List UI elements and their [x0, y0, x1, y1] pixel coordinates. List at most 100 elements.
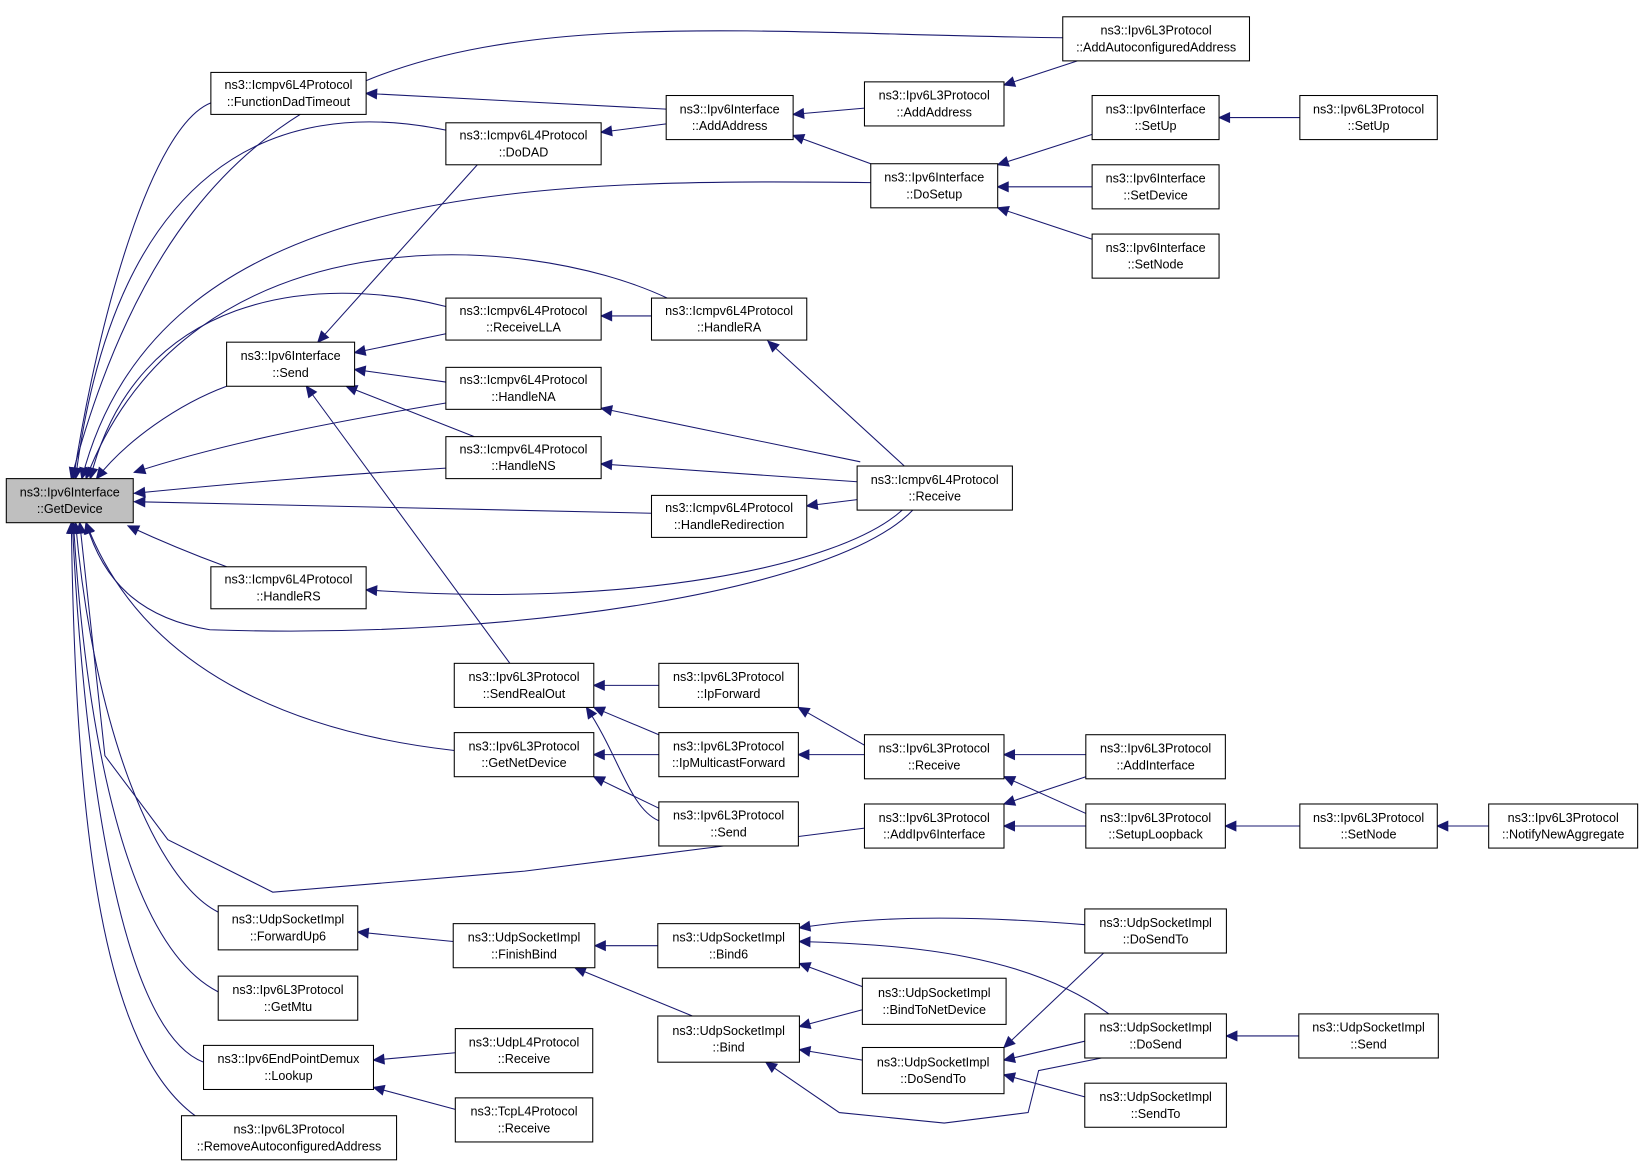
edge-line: [765, 1057, 1102, 1124]
node-ifsetup[interactable]: ns3::Ipv6Interface::SetUp: [1091, 94, 1220, 141]
node-method-label: ::HandleRA: [697, 321, 762, 335]
node-dosendto-mid[interactable]: ns3::UdpSocketImpl::DoSendTo: [861, 1046, 1005, 1095]
edge-line: [89, 292, 447, 479]
edge-arrowhead: [372, 1053, 385, 1065]
node-box: [454, 1028, 594, 1074]
node-getnetdevice[interactable]: ns3::Ipv6L3Protocol::GetNetDevice: [453, 732, 595, 778]
edge-setuploopback-to-addipv6if: [1002, 820, 1086, 832]
node-ifaddaddress[interactable]: ns3::Ipv6Interface::AddAddress: [665, 94, 794, 141]
node-ipmcastfwd[interactable]: ns3::Ipv6L3Protocol::IpMulticastForward: [658, 732, 799, 778]
edge-arrowhead: [798, 1045, 812, 1057]
node-class-label: ns3::Icmpv6L4Protocol: [225, 573, 353, 587]
node-bind6[interactable]: ns3::UdpSocketImpl::Bind6: [657, 923, 800, 969]
node-box: [863, 734, 1005, 780]
node-addauto[interactable]: ns3::Ipv6L3Protocol::AddAutoconfiguredAd…: [1062, 16, 1251, 62]
edge-bind-to-finishbind: [573, 966, 693, 1017]
edge-handlers-to-getdevice: [126, 525, 227, 568]
node-bindtonetdev[interactable]: ns3::UdpSocketImpl::BindToNetDevice: [861, 977, 1007, 1025]
node-box: [1091, 233, 1220, 279]
node-funcdad[interactable]: ns3::Icmpv6L4Protocol::FunctionDadTimeou…: [210, 71, 367, 115]
node-l3setnode[interactable]: ns3::Ipv6L3Protocol::SetNode: [1299, 803, 1438, 849]
node-box: [1084, 908, 1227, 954]
node-notifynewagg[interactable]: ns3::Ipv6L3Protocol::NotifyNewAggregate: [1488, 803, 1639, 849]
node-sendto[interactable]: ns3::UdpSocketImpl::SendTo: [1084, 1082, 1227, 1128]
node-ipforward[interactable]: ns3::Ipv6L3Protocol::IpForward: [658, 662, 799, 708]
node-box: [650, 494, 808, 538]
edge-arrowhead: [353, 365, 367, 377]
node-box: [665, 94, 794, 141]
edge-line: [1003, 776, 1086, 805]
node-class-label: ns3::Ipv6L3Protocol: [468, 739, 579, 753]
node-addipv6if[interactable]: ns3::Ipv6L3Protocol::AddIpv6Interface: [863, 803, 1005, 849]
node-handlera[interactable]: ns3::Icmpv6L4Protocol::HandleRA: [650, 297, 808, 341]
edge-line: [75, 522, 219, 913]
node-box: [861, 1046, 1005, 1095]
node-handlena[interactable]: ns3::Icmpv6L4Protocol::HandleNA: [445, 366, 602, 410]
node-method-label: ::SetDevice: [1123, 188, 1187, 202]
edge-arrowhead: [1002, 1072, 1017, 1084]
node-ifsetnode[interactable]: ns3::Ipv6Interface::SetNode: [1091, 233, 1220, 279]
node-method-label: ::Lookup: [264, 1069, 312, 1083]
edge-arrowhead: [364, 585, 378, 597]
node-finishbind[interactable]: ns3::UdpSocketImpl::FinishBind: [452, 923, 596, 969]
node-removeauto[interactable]: ns3::Ipv6L3Protocol::RemoveAutoconfigure…: [180, 1115, 398, 1161]
edge-arrowhead: [764, 1061, 779, 1073]
node-class-label: ns3::Ipv6L3Protocol: [468, 670, 579, 684]
node-method-label: ::HandleRedirection: [674, 518, 784, 532]
node-class-label: ns3::Icmpv6L4Protocol: [460, 373, 588, 387]
node-handleredir[interactable]: ns3::Icmpv6L4Protocol::HandleRedirection: [650, 494, 808, 538]
node-udpl4recv[interactable]: ns3::UdpL4Protocol::Receive: [454, 1028, 594, 1074]
node-send[interactable]: ns3::Ipv6Interface::Send: [226, 341, 356, 387]
node-l3send[interactable]: ns3::Ipv6L3Protocol::Send: [658, 801, 799, 847]
node-box: [445, 366, 602, 410]
node-handlers[interactable]: ns3::Icmpv6L4Protocol::HandleRS: [210, 566, 367, 610]
node-getmtu[interactable]: ns3::Ipv6L3Protocol::GetMtu: [217, 975, 359, 1021]
edge-dosendto_right-to-dosendto_mid: [1003, 952, 1105, 1049]
edge-getnetdevice-to-getdevice: [84, 521, 455, 751]
node-dosend[interactable]: ns3::UdpSocketImpl::DoSend: [1084, 1013, 1227, 1059]
node-l3receive[interactable]: ns3::Ipv6L3Protocol::Receive: [863, 734, 1005, 780]
node-l3setup[interactable]: ns3::Ipv6L3Protocol::SetUp: [1299, 94, 1438, 141]
node-method-label: ::GetMtu: [264, 1000, 312, 1014]
node-udpsend[interactable]: ns3::UdpSocketImpl::Send: [1298, 1013, 1439, 1059]
node-lookup[interactable]: ns3::Ipv6EndPointDemux::Lookup: [203, 1044, 375, 1091]
node-box: [452, 923, 596, 969]
node-dosetup[interactable]: ns3::Ipv6Interface::DoSetup: [870, 163, 999, 209]
node-class-label: ns3::Ipv6L3Protocol: [1100, 811, 1211, 825]
edge-arrowhead: [364, 88, 378, 100]
node-receivella[interactable]: ns3::Icmpv6L4Protocol::ReceiveLLA: [445, 297, 602, 341]
node-ifsetdevice[interactable]: ns3::Ipv6Interface::SetDevice: [1091, 164, 1220, 210]
edge-icmprecv-to-handlens: [599, 459, 858, 483]
node-bind[interactable]: ns3::UdpSocketImpl::Bind: [657, 1015, 800, 1063]
edge-arrowhead: [585, 706, 598, 720]
node-method-label: ::RemoveAutoconfiguredAddress: [197, 1139, 382, 1153]
node-icmprecv[interactable]: ns3::Icmpv6L4Protocol::Receive: [856, 465, 1013, 511]
edge-arrowhead: [767, 340, 780, 353]
node-box: [856, 465, 1013, 511]
edge-arrowhead: [798, 1018, 812, 1030]
edge-dosend-to-dosendto_mid: [1002, 1040, 1085, 1063]
node-method-label: ::SendTo: [1131, 1107, 1181, 1121]
node-class-label: ns3::Icmpv6L4Protocol: [460, 442, 588, 456]
node-box: [1299, 94, 1438, 141]
edge-line: [85, 509, 914, 632]
edge-arrowhead: [345, 385, 359, 396]
node-setuploopback[interactable]: ns3::Ipv6L3Protocol::SetupLoopback: [1085, 803, 1226, 849]
node-handlens[interactable]: ns3::Icmpv6L4Protocol::HandleNS: [445, 436, 602, 480]
node-method-label: ::HandleRS: [256, 589, 320, 603]
node-class-label: ns3::Ipv6L3Protocol: [673, 670, 784, 684]
node-addinterface[interactable]: ns3::Ipv6L3Protocol::AddInterface: [1085, 734, 1226, 780]
node-class-label: ns3::Ipv6L3Protocol: [673, 809, 784, 823]
node-l3addaddress[interactable]: ns3::Ipv6L3Protocol::AddAddress: [863, 81, 1005, 127]
node-class-label: ns3::UdpL4Protocol: [469, 1035, 579, 1049]
node-forwardup6[interactable]: ns3::UdpSocketImpl::ForwardUp6: [217, 905, 359, 951]
node-dodad[interactable]: ns3::Icmpv6L4Protocol::DoDAD: [445, 122, 602, 166]
edge-arrowhead: [317, 330, 330, 344]
edge-line: [85, 254, 668, 479]
edge-arrowhead: [592, 679, 605, 691]
node-dosendto-right[interactable]: ns3::UdpSocketImpl::DoSendTo: [1084, 908, 1227, 954]
node-tcpl4recv[interactable]: ns3::TcpL4Protocol::Receive: [454, 1097, 594, 1143]
edge-arrowhead: [599, 405, 614, 416]
node-sendrealout[interactable]: ns3::Ipv6L3Protocol::SendRealOut: [453, 662, 595, 708]
node-getdevice[interactable]: ns3::Ipv6Interface::GetDevice: [5, 478, 134, 524]
